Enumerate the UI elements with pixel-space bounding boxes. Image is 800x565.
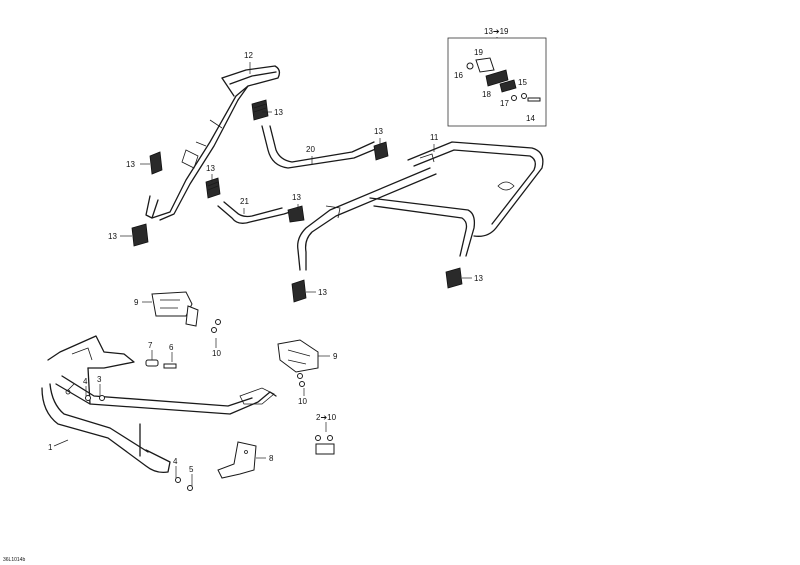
callout-13-clamp-lower: 13 xyxy=(108,232,117,241)
callout-3: 3 xyxy=(97,375,102,384)
callout-9-left: 9 xyxy=(134,298,139,307)
callout-4-upper: 4 xyxy=(83,377,88,386)
callout-6: 6 xyxy=(169,343,174,352)
callout-2-to-10: 2➔10 xyxy=(316,413,337,422)
callout-7: 7 xyxy=(148,341,153,350)
callout-10-left: 10 xyxy=(212,349,221,358)
detail-inset-13-19 xyxy=(447,37,547,127)
part-11-rack-frame xyxy=(291,141,544,303)
callout-14: 14 xyxy=(526,114,535,123)
callout-13-rack-right: 13 xyxy=(474,274,483,283)
part-group-2-10 xyxy=(315,435,335,455)
callout-20: 20 xyxy=(306,145,315,154)
callout-labels: 12 13 13 13 13 13 13 13 13 20 21 11 9 10… xyxy=(3,27,535,563)
callout-5: 5 xyxy=(189,465,194,474)
callout-21: 21 xyxy=(240,197,249,206)
callout-13-spring-b: 13 xyxy=(206,164,215,173)
callout-1: 1 xyxy=(48,443,53,452)
callout-11: 11 xyxy=(430,133,439,142)
clamp-13-upper-left xyxy=(149,151,163,175)
part-9-bracket-left xyxy=(151,291,199,327)
part-21-bracket-tube xyxy=(217,201,305,224)
part-9-bracket-right xyxy=(277,339,319,373)
callout-13-clamp-upper: 13 xyxy=(126,160,135,169)
part-12-side-tube xyxy=(145,65,281,221)
leader-lines xyxy=(53,37,498,486)
callout-12: 12 xyxy=(244,51,253,60)
callout-18: 18 xyxy=(482,90,491,99)
part-8-mount-bracket xyxy=(217,441,257,479)
clamp-13-lower-left xyxy=(131,223,149,247)
callout-4-lower: 4 xyxy=(173,457,178,466)
reference-code: 36L1014b xyxy=(3,557,25,563)
fastener-4-5 xyxy=(175,477,193,491)
part-7-spacer xyxy=(145,359,159,367)
callout-10-right: 10 xyxy=(298,397,307,406)
inset-title: 13➔19 xyxy=(484,27,509,36)
fastener-10-left xyxy=(211,319,221,333)
callout-13-rack-left: 13 xyxy=(318,288,327,297)
callout-19: 19 xyxy=(474,48,483,57)
part-6-bolt xyxy=(163,363,177,369)
callout-9-right: 9 xyxy=(333,352,338,361)
callout-13-part21: 13 xyxy=(292,193,301,202)
spring-13-a xyxy=(251,99,269,121)
part-1-front-bumper xyxy=(41,335,277,474)
callout-16: 16 xyxy=(454,71,463,80)
fastener-10-right xyxy=(297,373,305,387)
callout-13-spring-a: 13 xyxy=(274,108,283,117)
fastener-4-3 xyxy=(85,395,105,401)
callout-17: 17 xyxy=(500,99,509,108)
callout-13-part20: 13 xyxy=(374,127,383,136)
part-20-bracket-tube xyxy=(261,125,389,169)
callout-8: 8 xyxy=(269,454,274,463)
callout-15: 15 xyxy=(518,78,527,87)
spring-13-b xyxy=(205,177,221,199)
